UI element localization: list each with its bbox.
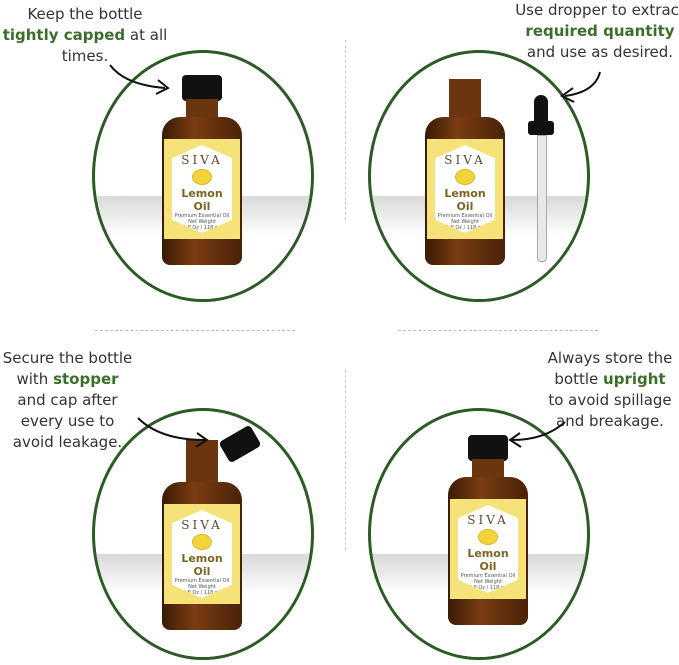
lemon-icon [192, 169, 212, 185]
arrow-icon [137, 417, 206, 441]
lemon-icon [192, 534, 212, 550]
divider-horizontal [95, 330, 295, 331]
lemon-icon [478, 529, 498, 545]
arrow-icon [508, 432, 522, 448]
instruction-3: Secure the bottle with stopper and cap a… [2, 349, 133, 451]
divider-vertical [345, 40, 346, 220]
divider-horizontal [398, 330, 598, 331]
lemon-icon [455, 169, 475, 185]
arrow-icon [560, 87, 575, 103]
instruction-4: Always store the bottle upright to avoid… [547, 349, 673, 430]
cap [468, 435, 508, 461]
dropper [528, 95, 554, 265]
cap [182, 75, 222, 101]
arrow-icon [195, 432, 209, 448]
arrow-icon [564, 71, 601, 97]
arrow-icon [109, 64, 166, 89]
circle-panel-4 [368, 408, 590, 660]
divider-vertical [345, 370, 346, 550]
arrow-icon [155, 79, 170, 95]
arrow-icon [511, 421, 566, 441]
